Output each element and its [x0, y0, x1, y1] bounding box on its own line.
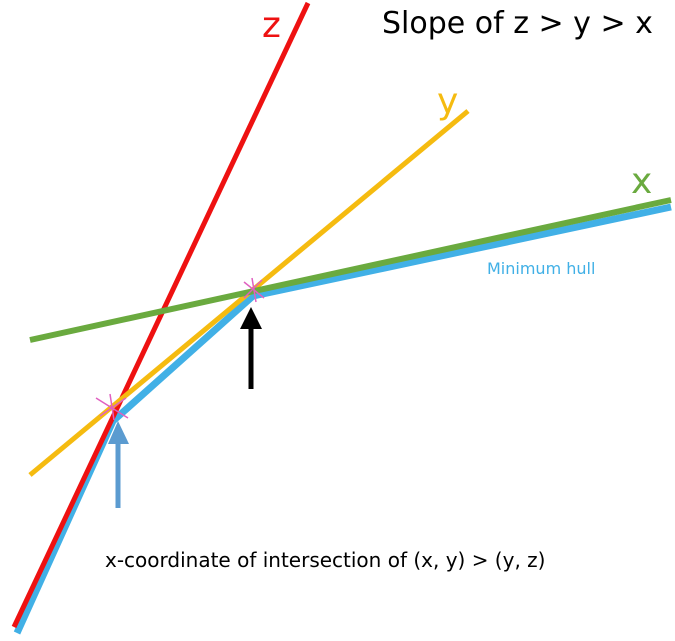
line-y-label: y: [437, 81, 459, 122]
line-x-label: x: [631, 161, 653, 202]
minimum-hull-label: Minimum hull: [487, 259, 596, 278]
intersection-marker-xy: [243, 277, 265, 303]
line-x: [29, 197, 672, 343]
diagram-heading: Slope of z > y > x: [382, 6, 653, 41]
arrow-to-xy-intersection: [240, 307, 262, 389]
intersection-marker-yz: [95, 393, 129, 421]
arrow-to-yz-intersection: [108, 421, 129, 508]
minimum-hull-line: [13, 203, 672, 635]
diagram-caption: x-coordinate of intersection of (x, y) >…: [105, 548, 546, 572]
line-z-label: z: [262, 5, 281, 46]
line-z: [11, 1, 311, 629]
